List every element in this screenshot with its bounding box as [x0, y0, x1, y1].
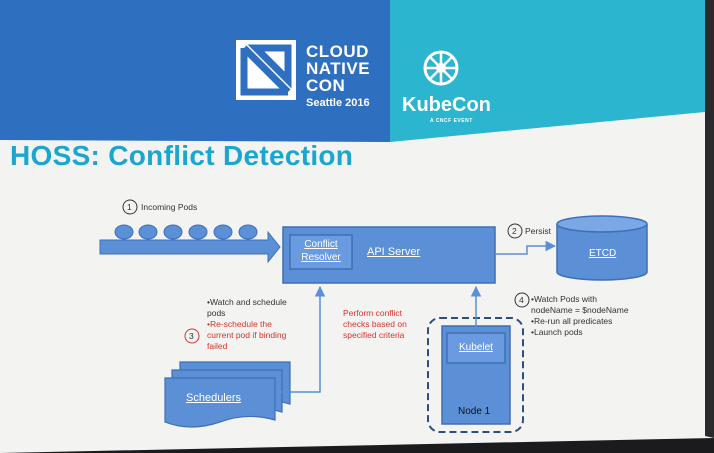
scheduler-notes: •Watch and schedule pods •Re-schedule th… — [207, 297, 287, 351]
step-4-number: 4 — [519, 295, 524, 305]
persist-connector — [495, 240, 557, 255]
cloudnativecon-wordmark: CLOUD NATIVE CON Seattle 2016 — [306, 43, 370, 109]
event-location: Seattle 2016 — [306, 97, 370, 109]
step-2-label: Persist — [525, 226, 551, 236]
cncf-event-tagline: A CNCF EVENT — [430, 118, 473, 124]
brand-line: CLOUD — [306, 42, 369, 61]
step-1-circle — [122, 199, 138, 215]
conflict-resolver-label: Conflict Resolver — [301, 239, 341, 263]
step-2-circle — [507, 223, 523, 239]
step-2-number: 2 — [512, 226, 517, 236]
step-3-circle — [184, 328, 200, 344]
pod — [163, 224, 183, 240]
pod — [213, 224, 233, 240]
api-server-label: API Server — [367, 246, 421, 258]
etcd-label: ETCD — [589, 248, 617, 259]
step-3-number: 3 — [189, 331, 194, 341]
etcd-database-icon — [556, 215, 648, 281]
header-blue-band — [0, 0, 390, 142]
conflict-check-note: Perform conflict checks based on specifi… — [343, 308, 407, 340]
slide-right-edge — [705, 0, 714, 438]
pod — [188, 224, 208, 240]
step-1-number: 1 — [127, 202, 132, 212]
slide-title: HOSS: Conflict Detection — [10, 140, 354, 171]
brand-line: CON — [306, 76, 346, 95]
kubelet-box — [446, 332, 506, 364]
pods — [114, 224, 258, 240]
pod — [238, 224, 258, 240]
step-1-label: Incoming Pods — [141, 202, 198, 212]
pod — [114, 224, 134, 240]
header-teal-band — [390, 0, 705, 142]
scheduler-connector — [280, 285, 326, 393]
kubelet-label: Kubelet — [459, 342, 493, 353]
node-label: Node 1 — [458, 406, 491, 417]
kubelet-notes: •Watch Pods with nodeName = $nodeName •R… — [531, 294, 629, 337]
schedulers-stack — [164, 361, 291, 428]
step-4-circle — [514, 292, 530, 308]
schedulers-label: Schedulers — [186, 392, 242, 404]
pod — [138, 224, 158, 240]
kubecon-helm-icon — [423, 50, 459, 86]
incoming-pods-arrow — [99, 230, 281, 264]
brand-line: NATIVE — [306, 59, 371, 78]
conflict-resolver-box — [289, 234, 353, 270]
kubecon-wordmark: KubeCon — [402, 94, 491, 116]
